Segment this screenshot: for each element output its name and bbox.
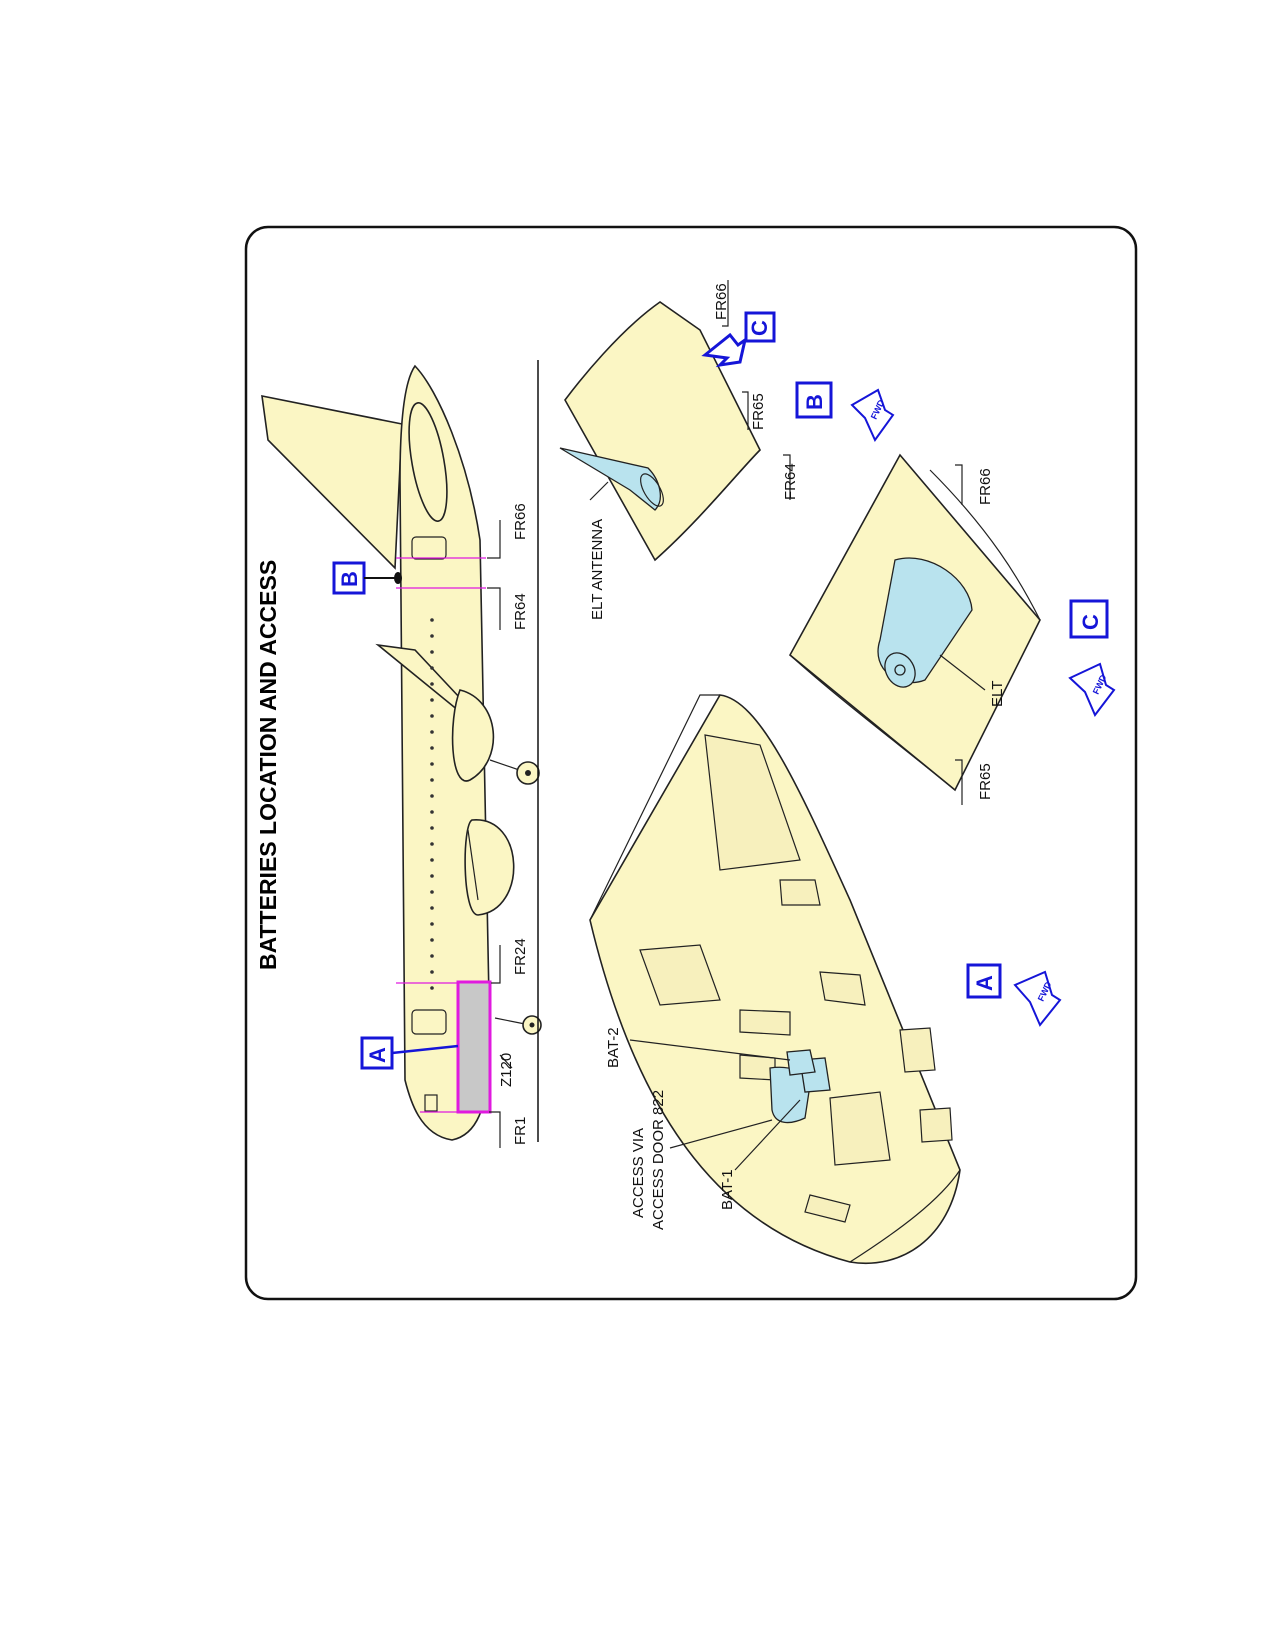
label-fr1: FR1 [512, 1117, 529, 1145]
view-a-label: A [972, 975, 997, 991]
frame-leaders [487, 520, 501, 1148]
elt-antenna-marker [394, 572, 402, 584]
view-b-label: B [802, 394, 827, 410]
label-fr24: FR24 [512, 938, 529, 975]
view-b-panel [559, 301, 761, 562]
label-elt: ELT [989, 681, 1006, 707]
view-c-marker-label: C [747, 320, 772, 336]
view-a-compartment [589, 694, 961, 1264]
horizontal-stabilizer [408, 402, 448, 522]
label-elt-antenna: ELT ANTENNA [589, 519, 606, 620]
label-fr64: FR64 [512, 593, 529, 630]
label-fr66-c: FR66 [977, 468, 994, 505]
view-a-label-box [966, 963, 1002, 999]
fwd-arrow-c: FWD [1068, 662, 1116, 717]
label-zone-z120: Z120 [498, 1053, 515, 1087]
window-row [430, 618, 434, 990]
engine [464, 819, 515, 916]
label-bat1: BAT-1 [719, 1169, 736, 1210]
elt-unit [877, 557, 973, 684]
view-a-marker-label: A [365, 1047, 390, 1063]
tail-fin [261, 394, 403, 570]
box-2 [779, 879, 821, 906]
view-c-label-box [1069, 599, 1109, 639]
view-b-label-box [795, 381, 833, 419]
view-c-label: C [1078, 614, 1103, 630]
rear-door [411, 536, 447, 560]
box-1 [819, 971, 866, 1006]
diagram-frame [244, 225, 1138, 1301]
aircraft-side-view [261, 360, 542, 1142]
label-fr65-b: FR65 [750, 393, 767, 430]
label-access-door: ACCESS DOOR 822 [650, 1090, 667, 1230]
label-fr66-b: FR66 [713, 283, 730, 320]
view-b-marker-label: B [337, 571, 362, 587]
label-bat2: BAT-2 [605, 1027, 622, 1068]
label-fr65-c: FR65 [977, 763, 994, 800]
label-access-via: ACCESS VIA [630, 1128, 647, 1218]
view-c-elt-tray [788, 453, 1041, 792]
front-door [411, 1009, 447, 1035]
fwd-arrow-b: FWD [850, 388, 895, 442]
diagram-title: BATTERIES LOCATION AND ACCESS [255, 560, 281, 970]
view-c-marker-box [744, 311, 776, 343]
bat-2 [786, 1049, 816, 1076]
wing-root [451, 689, 495, 782]
zone-z120-box [456, 980, 492, 1114]
cockpit-window [424, 1094, 438, 1112]
fwd-arrow-a: FWD [1013, 970, 1062, 1027]
label-fr64-b: FR64 [782, 463, 799, 500]
view-c-arrow [701, 332, 748, 368]
label-fr66: FR66 [512, 503, 529, 540]
